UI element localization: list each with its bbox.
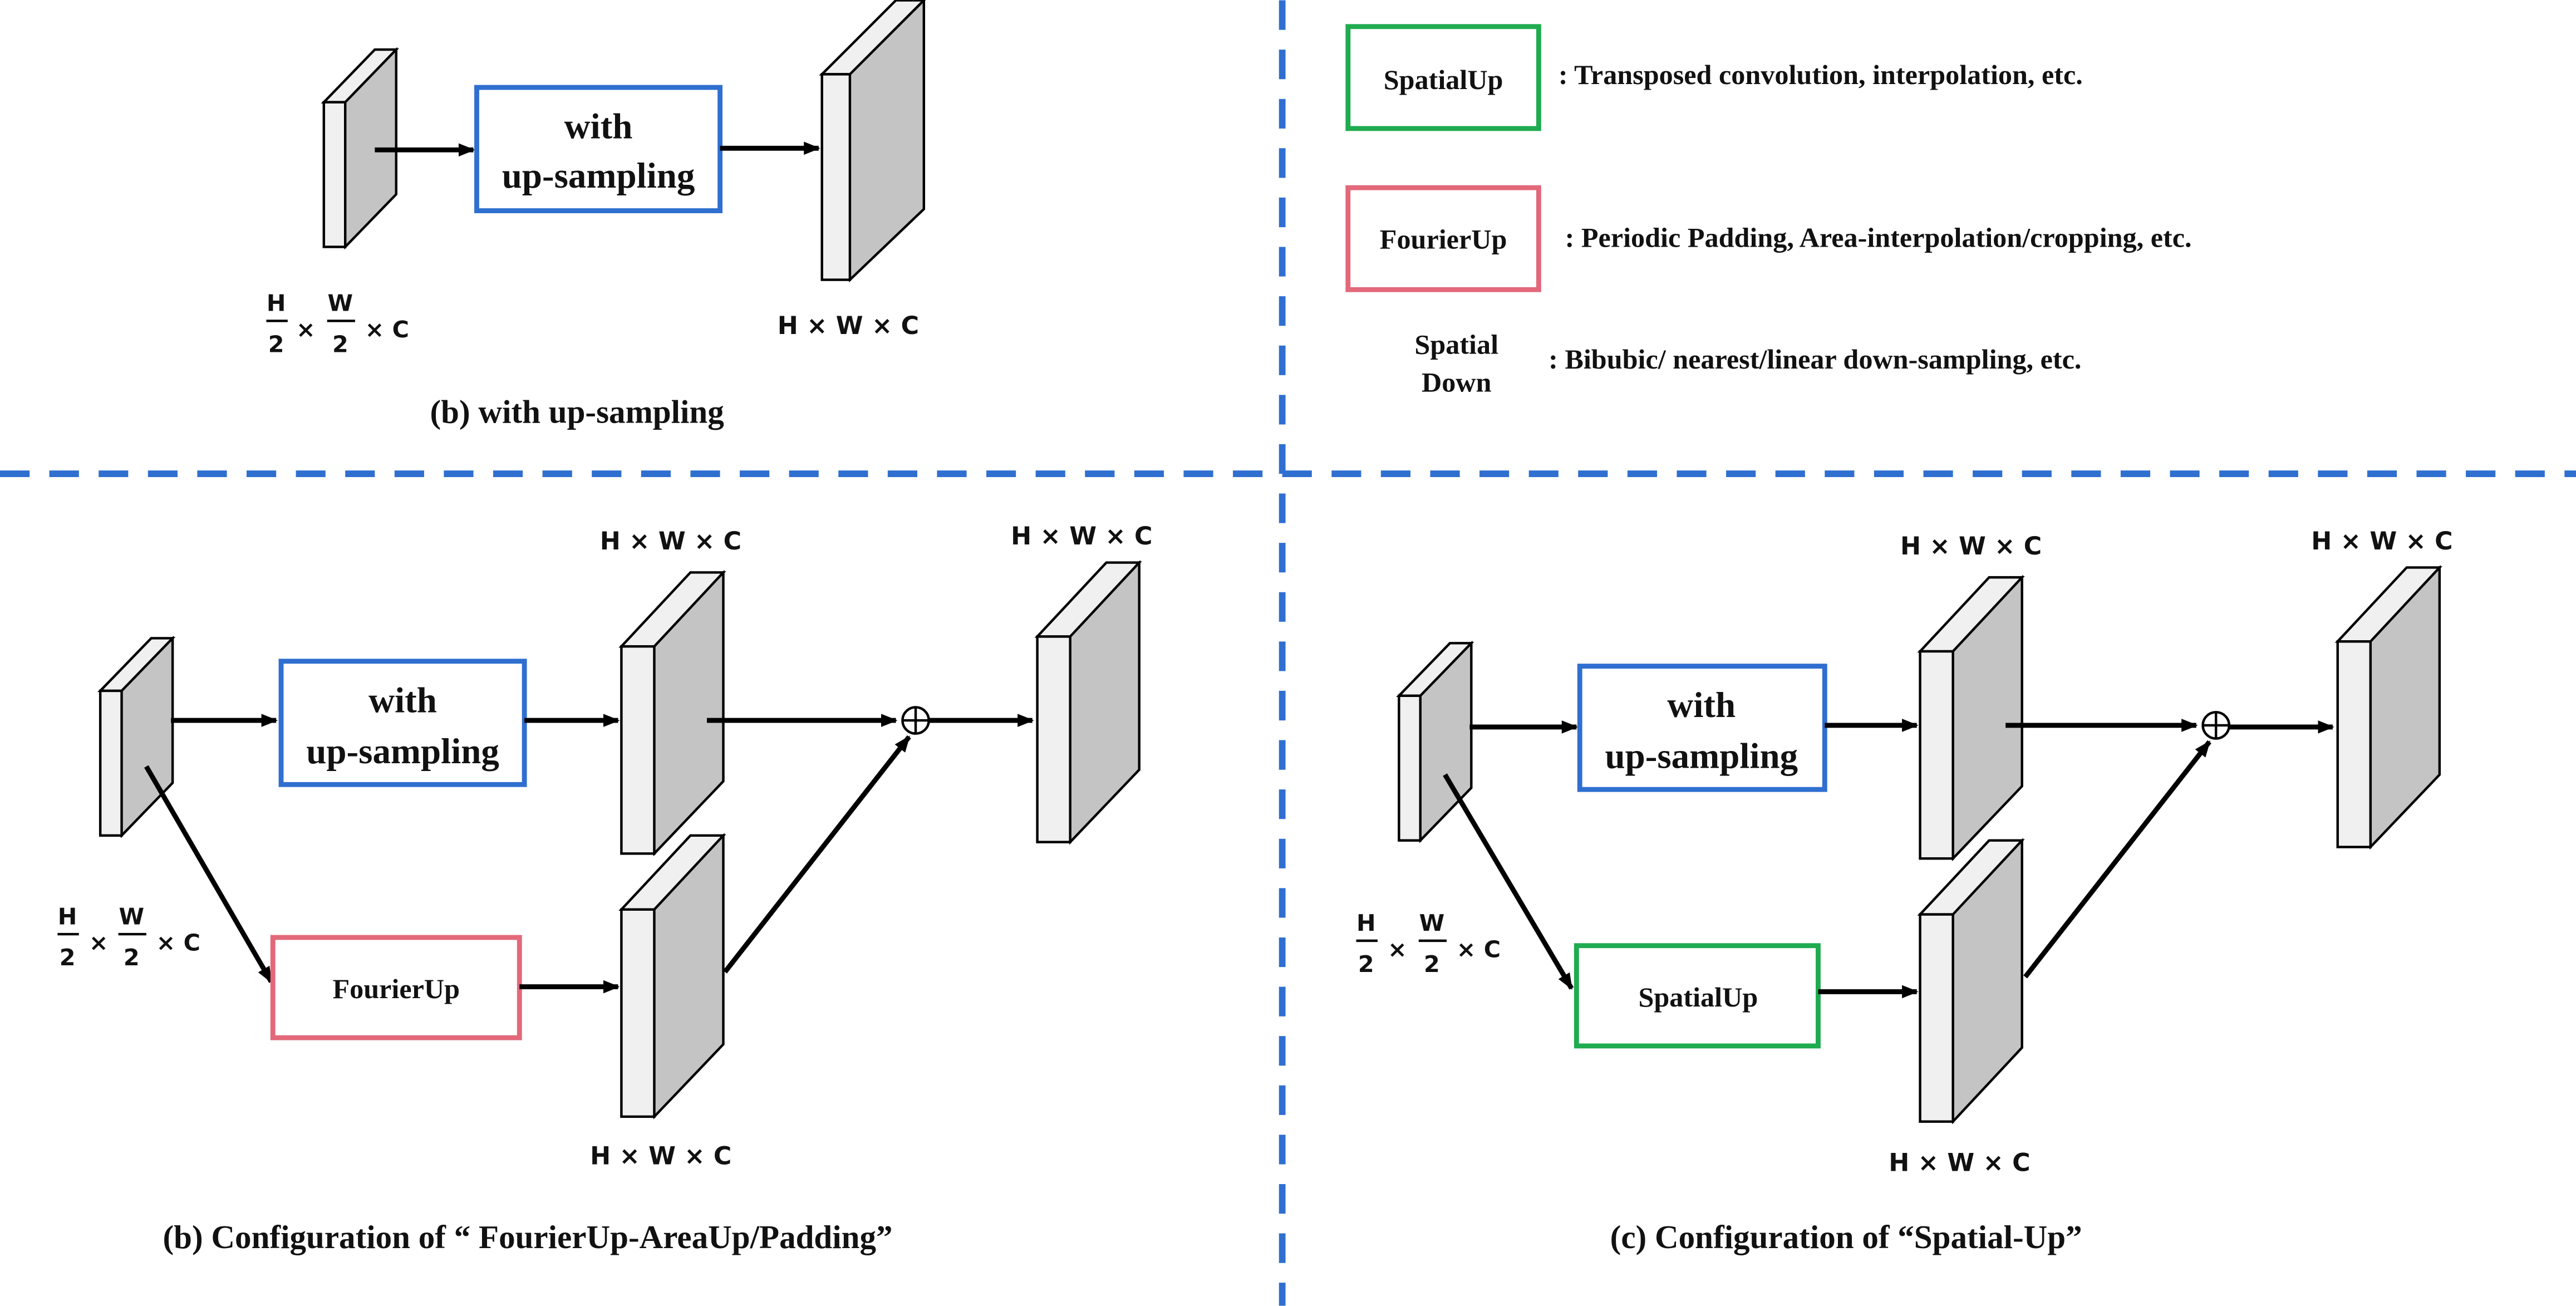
upsampling-box-line1: with bbox=[368, 680, 437, 720]
svg-text:× C: × C bbox=[156, 930, 200, 956]
feature-block-large bbox=[1034, 560, 1142, 845]
dim-label-hwc: H × W × C bbox=[1889, 1148, 2030, 1177]
feature-block-large bbox=[618, 833, 726, 1120]
svg-text:W: W bbox=[328, 290, 353, 317]
legend-fourierup-label: FourierUp bbox=[1380, 223, 1507, 254]
legend-spatialup-label: SpatialUp bbox=[1384, 64, 1503, 95]
svg-text:2: 2 bbox=[268, 331, 284, 358]
svg-text:× C: × C bbox=[365, 316, 409, 343]
panel-top-left: with up-sampling H 2 × W 2 × C H × W × C… bbox=[266, 0, 926, 430]
arrow bbox=[2023, 740, 2211, 979]
dim-label-hwc: H × W × C bbox=[2311, 527, 2452, 556]
dim-label-hwc: H × W × C bbox=[600, 527, 741, 556]
upsampling-box bbox=[474, 85, 723, 213]
upsampling-box-line1: with bbox=[1667, 685, 1736, 725]
feature-block-small bbox=[97, 636, 176, 838]
upsampling-box bbox=[1577, 664, 1827, 792]
upsampling-box-line1: with bbox=[564, 107, 633, 147]
svg-text:H: H bbox=[58, 903, 77, 930]
legend-fourierup-box bbox=[1345, 185, 1541, 292]
spatialup-box bbox=[1574, 943, 1821, 1049]
dim-label-hwc: H × W × C bbox=[778, 312, 919, 340]
legend-spatialdown-desc: : Bibubic/ nearest/linear down-sampling,… bbox=[1548, 343, 2081, 375]
svg-text:× C: × C bbox=[1457, 936, 1501, 963]
dim-label-hwc: H × W × C bbox=[1900, 532, 2042, 561]
arrow bbox=[1443, 773, 1574, 990]
spatialup-box-label: SpatialUp bbox=[1638, 981, 1758, 1013]
legend-spatialup-desc: : Transposed convolution, interpolation,… bbox=[1559, 59, 2083, 90]
dim-label-half: H 2 × W 2 × C bbox=[266, 290, 409, 358]
dim-label-hwc: H × W × C bbox=[590, 1142, 731, 1171]
svg-text:2: 2 bbox=[60, 944, 76, 971]
svg-text:W: W bbox=[1419, 910, 1445, 936]
svg-text:H: H bbox=[267, 290, 286, 317]
caption-bottom-left: (b) Configuration of “ FourierUp-AreaUp/… bbox=[163, 1219, 892, 1255]
svg-text:H: H bbox=[1356, 910, 1376, 936]
dim-label-half: H 2 × W 2 × C bbox=[1356, 910, 1501, 978]
panel-bottom-right: with up-sampling H × W × C H 2 × W 2 × C… bbox=[1356, 527, 2453, 1255]
svg-text:2: 2 bbox=[332, 331, 348, 358]
feature-block-small bbox=[1396, 640, 1474, 843]
upsampling-box-line2: up-sampling bbox=[1605, 737, 1798, 777]
legend: SpatialUp : Transposed convolution, inte… bbox=[1345, 24, 2192, 397]
fourierup-box-label: FourierUp bbox=[332, 973, 460, 1004]
feature-block-small bbox=[321, 47, 400, 250]
legend-spatialdown-line1: Spatial bbox=[1414, 328, 1498, 360]
caption-top-left: (b) with up-sampling bbox=[430, 394, 724, 430]
feature-block-large bbox=[1917, 838, 2025, 1125]
svg-text:2: 2 bbox=[1358, 951, 1374, 978]
feature-block-large bbox=[1917, 575, 2025, 861]
feature-block-large bbox=[618, 569, 726, 857]
legend-spatialup-box bbox=[1345, 24, 1541, 131]
svg-text:2: 2 bbox=[1424, 951, 1440, 978]
fourierup-box bbox=[270, 935, 522, 1040]
feature-block-large bbox=[819, 0, 926, 283]
arrow bbox=[722, 735, 911, 974]
upsampling-box-line2: up-sampling bbox=[306, 731, 499, 772]
svg-text:×: × bbox=[296, 316, 316, 343]
panel-bottom-left: with up-sampling H × W × C H 2 × W 2 × C… bbox=[57, 522, 1153, 1255]
svg-text:W: W bbox=[119, 903, 144, 930]
caption-bottom-right: (c) Configuration of “Spatial-Up” bbox=[1610, 1219, 2082, 1255]
upsampling-box-line2: up-sampling bbox=[502, 156, 695, 196]
legend-spatialdown-line2: Down bbox=[1422, 366, 1492, 397]
arrow bbox=[144, 765, 274, 984]
svg-text:×: × bbox=[1388, 936, 1407, 963]
svg-text:×: × bbox=[89, 930, 109, 956]
feature-block-large bbox=[2334, 565, 2442, 850]
upsampling-box bbox=[278, 659, 527, 787]
dim-label-hwc: H × W × C bbox=[1011, 522, 1152, 551]
legend-fourierup-desc: : Periodic Padding, Area-interpolation/c… bbox=[1565, 222, 2192, 253]
svg-text:2: 2 bbox=[124, 944, 140, 971]
dim-label-half: H 2 × W 2 × C bbox=[57, 903, 200, 971]
